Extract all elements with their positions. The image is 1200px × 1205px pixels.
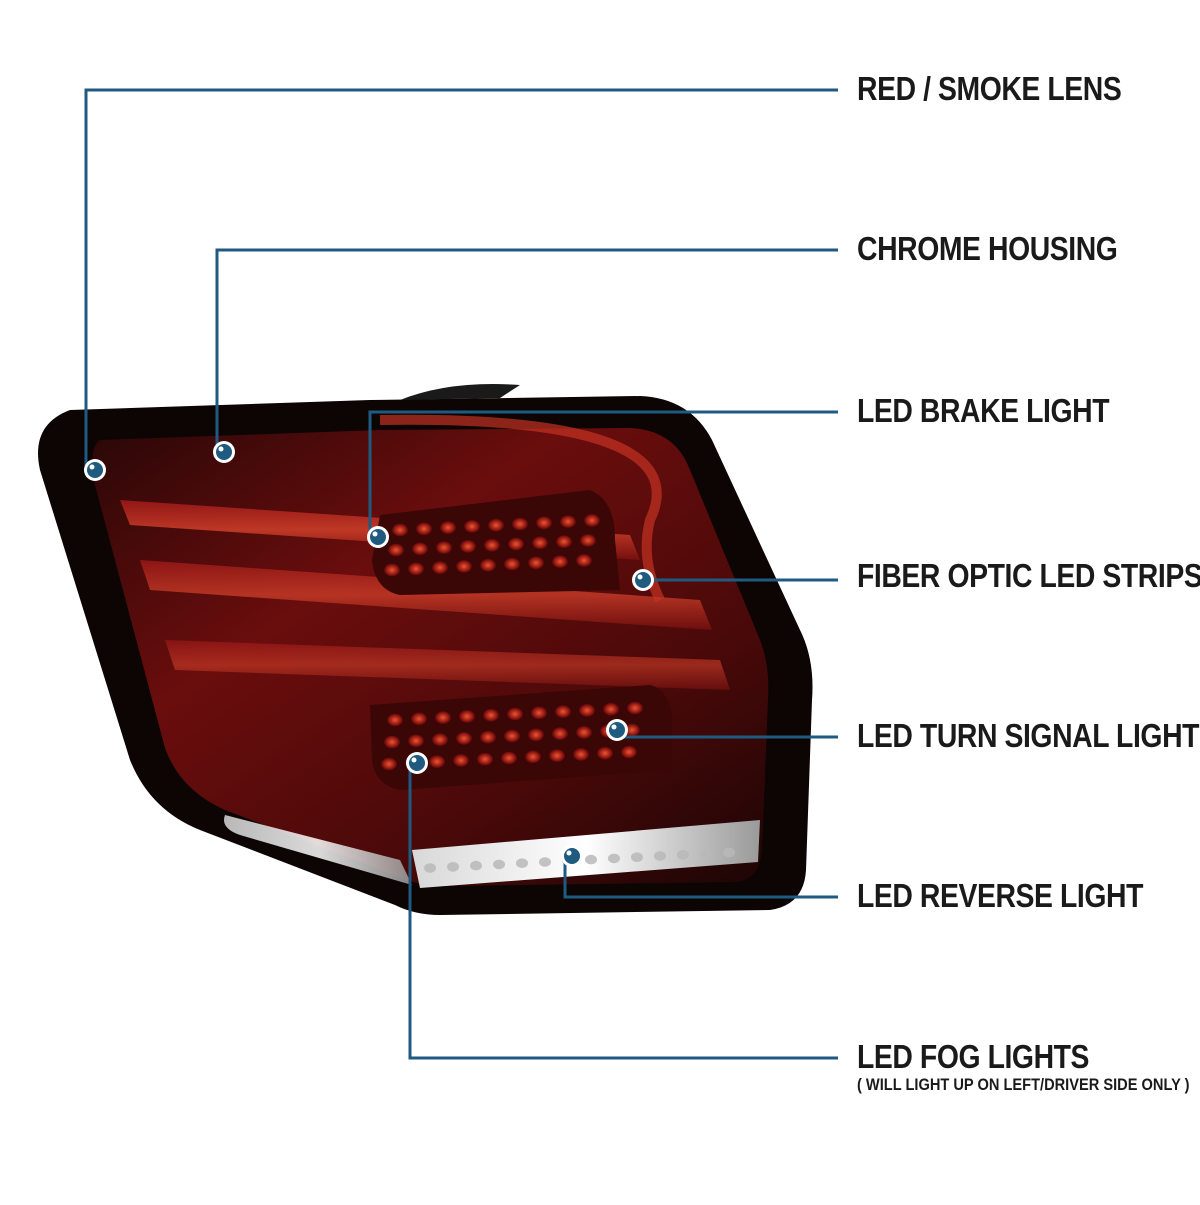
- led-dot: [552, 727, 568, 740]
- marker-chrome-housing: [213, 441, 235, 463]
- led-dot: [388, 543, 404, 557]
- callout-label-led-reverse-light: LED REVERSE LIGHT: [857, 877, 1143, 914]
- led-dot: [464, 520, 480, 533]
- led-dot: [384, 563, 400, 577]
- led-dot: [579, 704, 595, 717]
- led-dot: [654, 851, 666, 861]
- led-dot: [483, 708, 499, 722]
- led-dot: [480, 558, 496, 572]
- led-dot: [493, 859, 505, 870]
- led-dot: [516, 858, 528, 868]
- callout-label-led-turn-signal-light: LED TURN SIGNAL LIGHT: [857, 717, 1200, 754]
- led-dot: [576, 726, 592, 739]
- led-dot: [384, 735, 400, 749]
- led-dot: [621, 745, 637, 759]
- led-dot: [556, 535, 572, 548]
- led-dot: [584, 514, 600, 527]
- led-dot: [447, 862, 459, 872]
- led-dot: [424, 863, 436, 873]
- top-trim: [400, 384, 520, 400]
- led-dot: [416, 522, 432, 536]
- marker-led-fog-lights: [406, 752, 428, 774]
- callout-label-fiber-optic-led-strips: FIBER OPTIC LED STRIPS: [857, 557, 1200, 594]
- led-dot: [484, 538, 500, 552]
- callout-note-led-fog-lights: ( WILL LIGHT UP ON LEFT/DRIVER SIDE ONLY…: [857, 1075, 1190, 1094]
- callout-label-chrome-housing: CHROME HOUSING: [857, 230, 1118, 267]
- callout-label-led-fog-lights: LED FOG LIGHTS: [857, 1038, 1090, 1075]
- led-dot: [440, 521, 456, 534]
- led-dot: [488, 518, 504, 532]
- led-dot: [576, 554, 592, 567]
- marker-led-reverse-light: [561, 845, 583, 867]
- led-dot: [528, 556, 544, 570]
- led-dot: [624, 723, 640, 737]
- turn-signal-cluster: [370, 685, 672, 790]
- led-dot: [528, 728, 544, 742]
- led-dot: [381, 757, 397, 771]
- led-dot: [512, 517, 528, 531]
- led-dot: [456, 560, 472, 573]
- fog-light-chrome: [224, 815, 412, 885]
- callout-label-red-smoke-lens: RED / SMOKE LENS: [857, 70, 1122, 107]
- led-dot: [700, 848, 712, 859]
- led-dot: [460, 540, 476, 553]
- brake-led-grid: [384, 514, 600, 577]
- led-dot: [573, 748, 589, 761]
- fiber-optic-loop: [379, 414, 665, 603]
- marker-led-turn-signal-light: [606, 719, 628, 741]
- led-dot: [508, 537, 524, 551]
- led-dot: [504, 729, 520, 743]
- led-dot: [597, 746, 613, 760]
- led-dot: [432, 561, 448, 574]
- led-dot: [459, 710, 475, 723]
- led-dot: [585, 854, 597, 865]
- marker-fiber-optic-led-strips: [632, 569, 654, 591]
- led-dot: [412, 542, 428, 556]
- led-dot: [507, 707, 523, 721]
- led-dot: [432, 733, 448, 746]
- led-dot: [470, 860, 482, 871]
- fiber-optic-middle-bar: [140, 560, 712, 630]
- fiber-optic-lower-bar: [165, 640, 730, 690]
- led-dot: [549, 749, 565, 762]
- led-dot: [411, 712, 427, 726]
- led-dot: [525, 750, 541, 764]
- reverse-light-strip: [412, 820, 760, 888]
- marker-dots: [84, 441, 654, 867]
- marker-led-brake-light: [367, 526, 389, 548]
- led-dot: [456, 732, 472, 745]
- led-dot: [477, 752, 493, 766]
- led-dot: [560, 515, 576, 528]
- led-dot: [539, 857, 551, 867]
- marker-red-smoke-lens: [84, 459, 106, 481]
- led-dot: [429, 755, 445, 768]
- led-dot: [392, 523, 408, 537]
- led-dot: [435, 711, 451, 724]
- led-dot: [408, 562, 424, 576]
- led-dot: [552, 555, 568, 568]
- led-dot: [531, 706, 547, 720]
- led-dot: [580, 534, 596, 547]
- led-dot: [723, 847, 735, 858]
- led-dot: [504, 557, 520, 571]
- led-dot: [677, 850, 689, 860]
- led-dot: [536, 516, 552, 530]
- led-dot: [501, 751, 517, 765]
- led-dot: [603, 702, 619, 716]
- led-dot: [627, 701, 643, 715]
- led-dot: [555, 705, 571, 718]
- led-dot: [480, 730, 496, 744]
- led-dot: [408, 734, 424, 748]
- led-dot: [387, 713, 403, 727]
- led-dot: [608, 853, 620, 864]
- led-dot: [631, 852, 643, 862]
- callout-label-led-brake-light: LED BRAKE LIGHT: [857, 392, 1110, 429]
- led-dot: [532, 536, 548, 550]
- led-dot: [453, 754, 469, 767]
- led-dot: [436, 541, 452, 554]
